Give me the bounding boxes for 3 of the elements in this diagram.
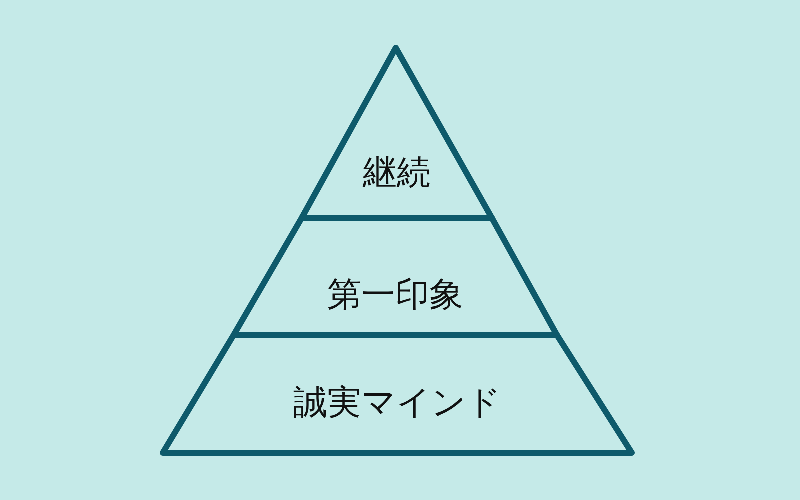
tier-label: 第一印象 <box>326 274 464 317</box>
tier-label: 継続 <box>362 152 432 195</box>
tier-label: 誠実マインド <box>292 382 502 425</box>
